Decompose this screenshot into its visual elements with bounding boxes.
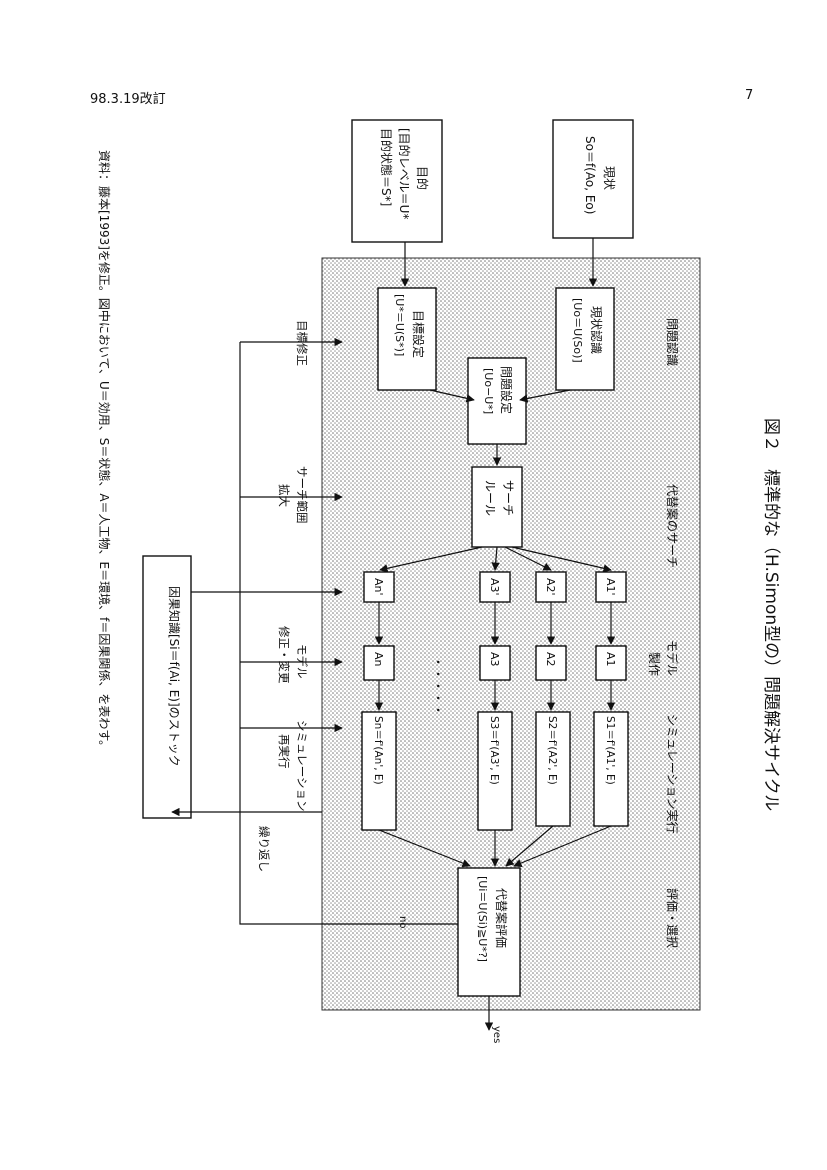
alt-sim-label-2: S2＝f'(A2', E) <box>546 716 558 785</box>
alt-model-label-1: A1 <box>604 652 617 667</box>
arrow-search-a3 <box>491 546 500 571</box>
problemset-title: 問題設定 <box>499 366 514 414</box>
recognize-formula: [Uo＝U(So)] <box>571 298 584 363</box>
alt-sim-box-3 <box>477 711 513 831</box>
page-date: 98.3.19改訂 <box>90 92 166 107</box>
dots-separator: ・・・・・ <box>431 656 445 716</box>
alt-design-box-3 <box>479 571 511 603</box>
phase-simulation-run: シミュレーション実行 <box>665 714 680 834</box>
alt-design-label-3: A3' <box>488 578 501 596</box>
evaluate-formula: [Ui＝U(Si)≧U*?] <box>476 876 489 962</box>
arrow-s1-eval <box>513 825 612 868</box>
figure-title: 図２ 標準的な（H.Simon型の）問題解決サイクル <box>761 418 781 811</box>
arrow-sn-eval <box>378 829 471 868</box>
alt-design-label-4: An' <box>372 578 385 596</box>
problemset-formula: [Uo−U*] <box>482 368 495 414</box>
alt-design-label-2: A2' <box>544 578 557 596</box>
knowledge-box <box>142 555 192 819</box>
phase-eval-select: 評価・選択 <box>665 888 680 948</box>
alt-model-label-3: A3 <box>488 652 501 667</box>
arrow-search-an <box>379 546 483 573</box>
fb-goal-revise: 目標修正 <box>295 320 309 366</box>
search-title: サーチ <box>501 480 515 516</box>
alt-model-label-2: A2 <box>544 652 557 667</box>
alt-sim-label-4: Sn＝f'(An', E) <box>372 716 384 785</box>
current-title: 現状 <box>602 166 616 190</box>
fb-model-revise-2: 修正・変更 <box>277 626 291 684</box>
arrow-s2-eval <box>505 825 554 867</box>
fb-model-revise-1: モデル <box>295 644 309 679</box>
alt-sim-box-1 <box>593 711 629 827</box>
alt-model-label-4: An <box>372 652 385 667</box>
feedback-loop-line <box>239 342 458 925</box>
fb-no: no <box>397 916 408 928</box>
goal-set-box <box>377 287 437 391</box>
current-formula: So＝f(Ao, Eo) <box>583 136 597 214</box>
source-note: 資料：藤本[1993]を修正。図中において、U＝効用、S＝状態、A＝人工物、E＝… <box>97 150 112 752</box>
phase-model-make-2: 製作 <box>647 652 661 676</box>
fb-sim-rerun-2: 再実行 <box>277 734 291 769</box>
search-rule-box <box>471 466 523 548</box>
fb-sim-rerun-1: シミュレーション <box>295 720 309 812</box>
page-number: 7 <box>745 88 754 103</box>
current-state-box <box>552 119 634 239</box>
alt-sim-label-1: S1＝f'(A1', E) <box>604 716 616 785</box>
evaluate-box <box>457 867 521 997</box>
alt-design-label-1: A1' <box>604 578 617 596</box>
goalset-title: 目標設定 <box>411 310 426 358</box>
knowledge-text: 因果知識[Si＝f(Ai, E)]のストック <box>167 586 181 767</box>
arrow-search-a2 <box>504 546 552 571</box>
recognize-box <box>555 287 615 391</box>
recognize-title: 現状認識 <box>589 306 604 354</box>
alt-sim-label-3: S3＝f'(A3', E) <box>488 716 500 785</box>
phase-alternative-search: 代替案のサーチ <box>665 484 680 568</box>
arrow-goalset-problem <box>429 389 475 403</box>
arrow-recognize-problem <box>519 389 571 403</box>
goal-title: 目的 <box>415 166 430 190</box>
alt-design-box-2 <box>535 571 567 603</box>
problem-set-box <box>467 357 527 445</box>
goal-line-1: [目的レベル＝U* <box>397 128 412 219</box>
search-line-2: ルール <box>483 480 497 516</box>
phase-model-make-1: モデル <box>665 640 680 676</box>
arrow-search-a1 <box>511 546 612 573</box>
fb-repeat: 繰り返し <box>257 826 271 872</box>
phase-problem-recognition: 問題認識 <box>665 318 680 366</box>
goal-box <box>351 119 443 243</box>
fb-search-expand-1: サーチ範囲 <box>295 466 309 524</box>
goalset-formula: [U*＝U(S*)] <box>393 294 406 356</box>
evaluate-title: 代替案評価 <box>494 888 509 948</box>
alt-sim-box-2 <box>535 711 571 827</box>
goal-line-2: 目的状態＝S*] <box>379 128 394 206</box>
fb-search-expand-2: 拡大 <box>277 484 291 507</box>
fb-yes: yes <box>491 1026 502 1043</box>
